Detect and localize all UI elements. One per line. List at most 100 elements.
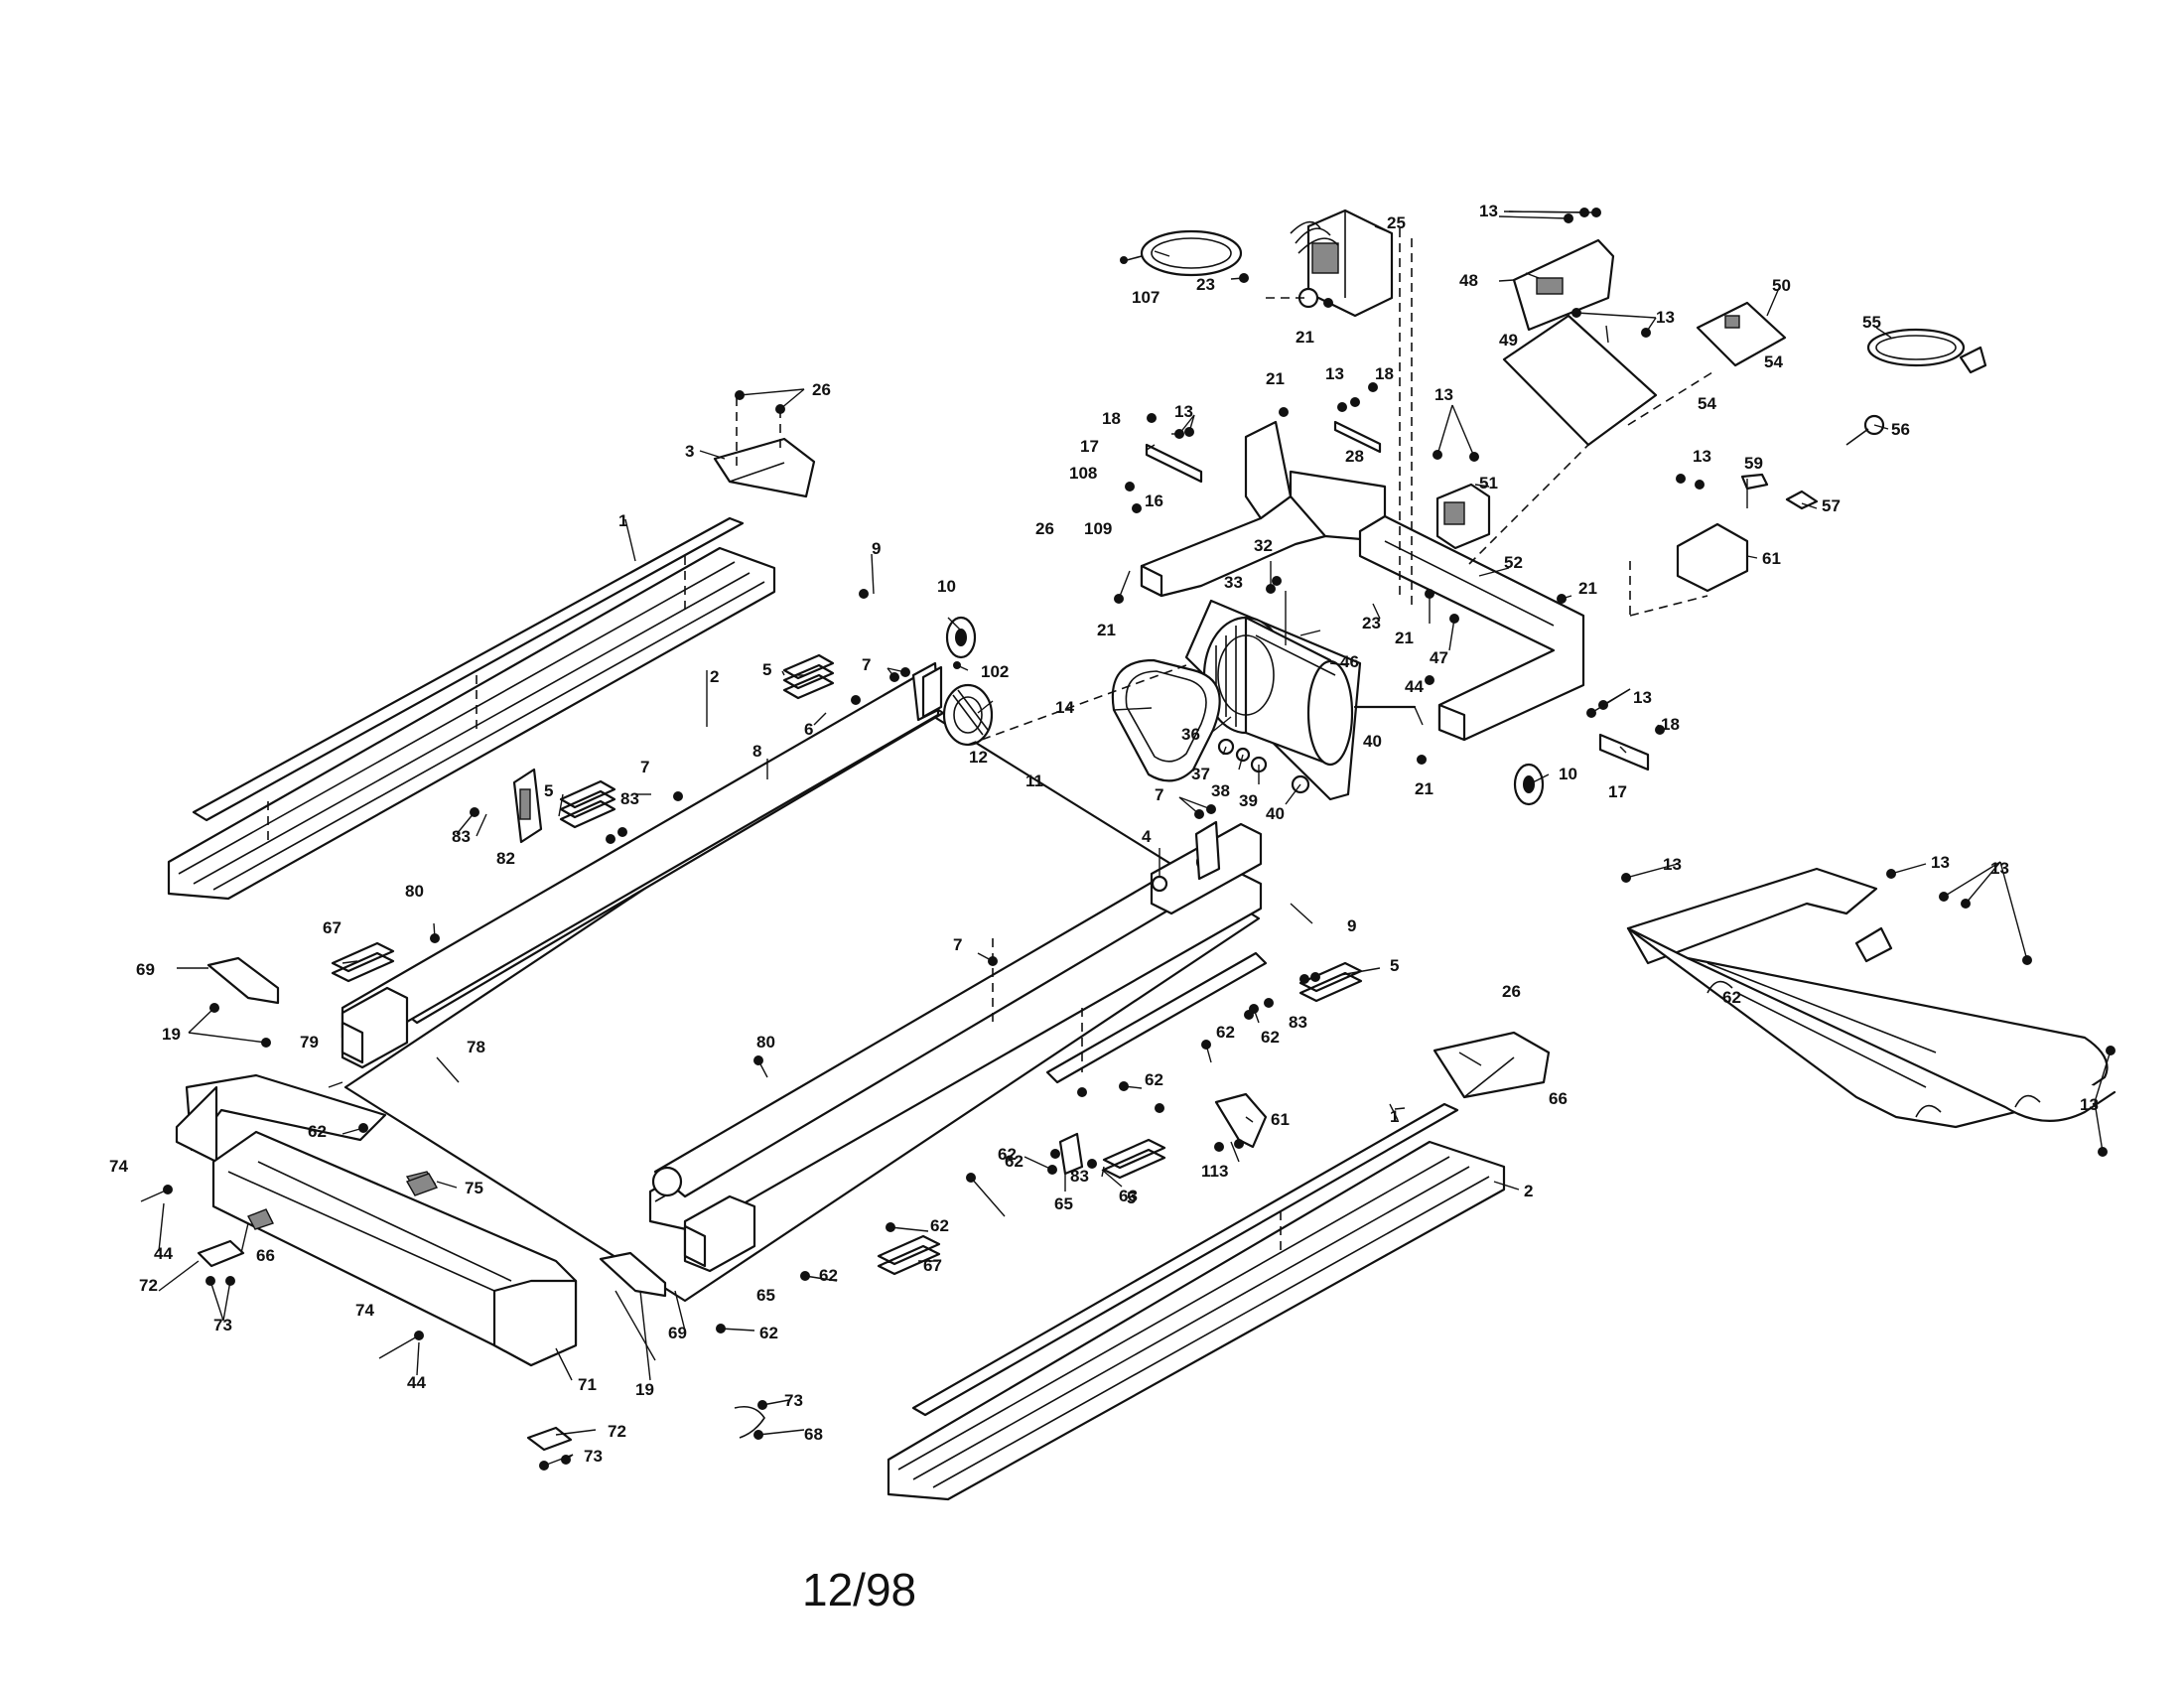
callout-34: 33	[1224, 573, 1243, 592]
callout-19b: 19	[635, 1380, 654, 1399]
callout-102b: 83	[452, 827, 471, 846]
callout-59: 61	[1271, 1110, 1290, 1129]
callout-21d: 21	[1395, 629, 1414, 647]
callout-72b: 69	[668, 1324, 687, 1342]
callout-13d: 13	[1434, 385, 1453, 404]
callout-6: 6	[804, 720, 813, 739]
front-base-73	[175, 1073, 578, 1452]
callout-69: 66	[256, 1246, 275, 1265]
callout-75c: 73	[784, 1391, 803, 1410]
callout-7b: 7	[640, 758, 649, 776]
callout-33: 32	[1254, 536, 1273, 555]
upright-frame	[1140, 228, 1650, 772]
motor-assembly	[942, 599, 1545, 806]
callout-11: 11	[1025, 772, 1043, 790]
callout-21f: 21	[1578, 579, 1597, 598]
cable-108	[1120, 229, 1243, 277]
callout-32: 28	[1345, 447, 1364, 466]
callout-80: 80	[405, 882, 424, 901]
callout-39: 40	[1266, 804, 1285, 823]
callout-40: 40	[1363, 732, 1382, 751]
callout-74a: 72	[139, 1276, 158, 1295]
callout-44c: 44	[1405, 677, 1424, 696]
callout-44a: 44	[154, 1244, 173, 1263]
callout-13k: 13	[2080, 1095, 2099, 1114]
callout-2b: 2	[1524, 1182, 1533, 1200]
callout-7d: 7	[1155, 785, 1163, 804]
callout-50: 52	[1504, 553, 1523, 572]
callout-63g: 62	[1216, 1023, 1235, 1042]
callout-78: 75	[465, 1179, 483, 1197]
left-side-rail	[167, 516, 776, 901]
callout-63a: 62	[308, 1122, 327, 1141]
callout-9: 9	[872, 539, 881, 558]
callout-16: 16	[1145, 491, 1163, 510]
callout-36: 37	[1191, 765, 1210, 783]
callout-28: 26	[812, 380, 831, 399]
callout-72: 69	[136, 960, 155, 979]
callout-73: 71	[578, 1375, 597, 1394]
callout-21a: 21	[1296, 328, 1314, 347]
callout-82: 82	[496, 849, 515, 868]
callout-labels: 26 3 1 2 5 6 7 9 10 102 12 8 11 5 7 83 8…	[109, 202, 2099, 1466]
callout-61: 62	[1722, 988, 1741, 1007]
callout-10b: 10	[1559, 765, 1577, 783]
callout-8: 8	[752, 742, 761, 761]
callout-76b: 74	[355, 1301, 374, 1320]
callout-56: 59	[1744, 454, 1763, 473]
callout-48: 49	[1499, 331, 1518, 350]
callout-63h: 62	[1145, 1070, 1163, 1089]
callout-67: 67	[323, 918, 341, 937]
callout-13f: 13	[1656, 308, 1675, 327]
callout-7: 7	[862, 655, 871, 674]
drawing-date: 12/98	[802, 1564, 916, 1615]
callout-74b: 72	[608, 1422, 626, 1441]
callout-55: 57	[1822, 496, 1841, 515]
small-parts	[206, 653, 1363, 1439]
callout-21c: 21	[1097, 621, 1116, 639]
callout-71: 68	[804, 1425, 823, 1444]
callout-47: 51	[1479, 474, 1498, 492]
callout-110: 109	[1084, 519, 1112, 538]
switch-bracket-57	[1676, 473, 1819, 593]
leader-lines	[140, 210, 2112, 1467]
callout-44b: 44	[407, 1373, 426, 1392]
callout-63i: 62	[998, 1145, 1017, 1164]
callout-54: 56	[1891, 420, 1910, 439]
callout-13i: 13	[1931, 853, 1950, 872]
callout-49: 48	[1459, 271, 1478, 290]
callout-63c: 62	[819, 1266, 838, 1285]
callout-107: 102	[981, 662, 1009, 681]
callout-57: 61	[1762, 549, 1781, 568]
callout-75b: 73	[584, 1447, 603, 1466]
callout-65: 63	[1119, 1187, 1138, 1205]
control-plate-48	[1435, 238, 1787, 617]
callout-21e: 21	[1415, 779, 1433, 798]
callout-53: 55	[1862, 313, 1881, 332]
callout-9b: 9	[1347, 916, 1356, 935]
callout-17b: 17	[1608, 782, 1627, 801]
callout-102c: 83	[1289, 1013, 1307, 1032]
callout-52a: 54	[1764, 352, 1783, 371]
callout-63b: 62	[759, 1324, 778, 1342]
callout-2: 2	[710, 667, 719, 686]
callout-17a: 17	[1080, 437, 1099, 456]
callout-109: 108	[1069, 464, 1097, 483]
callout-45: 46	[1340, 652, 1359, 671]
callout-113: 113	[1201, 1162, 1228, 1181]
callout-102: 83	[620, 789, 639, 808]
callout-18c: 18	[1661, 715, 1680, 734]
transformer-25	[1266, 209, 1394, 318]
callout-7c: 7	[953, 935, 962, 954]
callout-76a: 74	[109, 1157, 128, 1176]
power-cord-53	[1845, 328, 1987, 446]
callout-18a: 18	[1375, 364, 1394, 383]
callout-1b: 1	[1390, 1107, 1399, 1126]
callout-1: 1	[618, 511, 627, 530]
callout-5d: 5	[1127, 1189, 1136, 1207]
callout-38: 39	[1239, 791, 1258, 810]
callout-19: 19	[162, 1025, 181, 1044]
bracket-62	[1433, 1031, 1551, 1099]
callout-13a: 13	[1325, 364, 1344, 383]
callout-66: 65	[1054, 1194, 1073, 1213]
